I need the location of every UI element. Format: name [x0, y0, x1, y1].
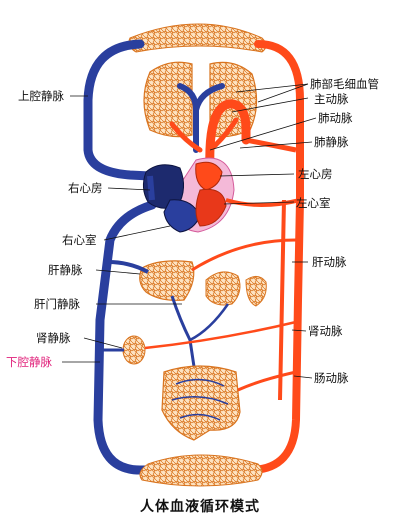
label-left-ventricle: 左心室: [296, 196, 331, 210]
lower-body-capillaries: [139, 454, 263, 487]
label-hepatic-artery: 肝动脉: [312, 255, 347, 269]
kidney: [122, 335, 146, 365]
label-pulmonary-artery: 肺动脉: [318, 111, 353, 125]
label-right-atrium: 右心房: [68, 181, 103, 195]
left-lung: [143, 61, 193, 138]
intestines: [161, 365, 241, 441]
right-ventricle: [163, 199, 201, 233]
inferior-vena-cava: [93, 200, 165, 475]
label-right-ventricle: 右心室: [62, 233, 97, 247]
liver: [139, 260, 195, 301]
heart: [142, 157, 235, 233]
mesenteric-artery: [237, 370, 297, 392]
left-atrium: [195, 161, 223, 191]
label-left-atrium: 左心房: [298, 167, 333, 181]
hepatic-artery: [191, 238, 297, 272]
label-hepatic-portal-vein: 肝门静脉: [34, 297, 80, 311]
renal-artery: [144, 320, 297, 350]
hepatic-portal-vein: [170, 295, 230, 381]
label-pulmonary-vein: 肺静脉: [314, 135, 349, 149]
stomach-capillaries: [205, 271, 267, 307]
label-inferior-vena-cava: 下腔静脉: [6, 355, 52, 369]
hepatic-vein: [107, 260, 149, 274]
diagram-caption: 人体血液循环模式: [140, 499, 260, 515]
label-hepatic-vein: 肝静脉: [48, 263, 83, 277]
upper-body-capillaries: [128, 23, 267, 53]
descending-aorta: [231, 40, 304, 474]
label-renal-artery: 肾动脉: [308, 324, 343, 338]
leader-lines: [62, 83, 317, 379]
pulmonary-artery: [177, 83, 225, 153]
superior-vena-cava: [83, 39, 155, 181]
left-ventricle: [195, 188, 227, 227]
aortic-arch: [205, 99, 251, 173]
label-superior-vena-cava: 上腔静脉: [18, 89, 64, 103]
label-renal-vein: 肾静脉: [36, 331, 71, 345]
label-mesenteric-artery: 肠动脉: [314, 371, 349, 385]
label-aorta: 主动脉: [314, 92, 349, 106]
label-pulmonary-capillaries: 肺部毛细血管: [310, 77, 379, 91]
